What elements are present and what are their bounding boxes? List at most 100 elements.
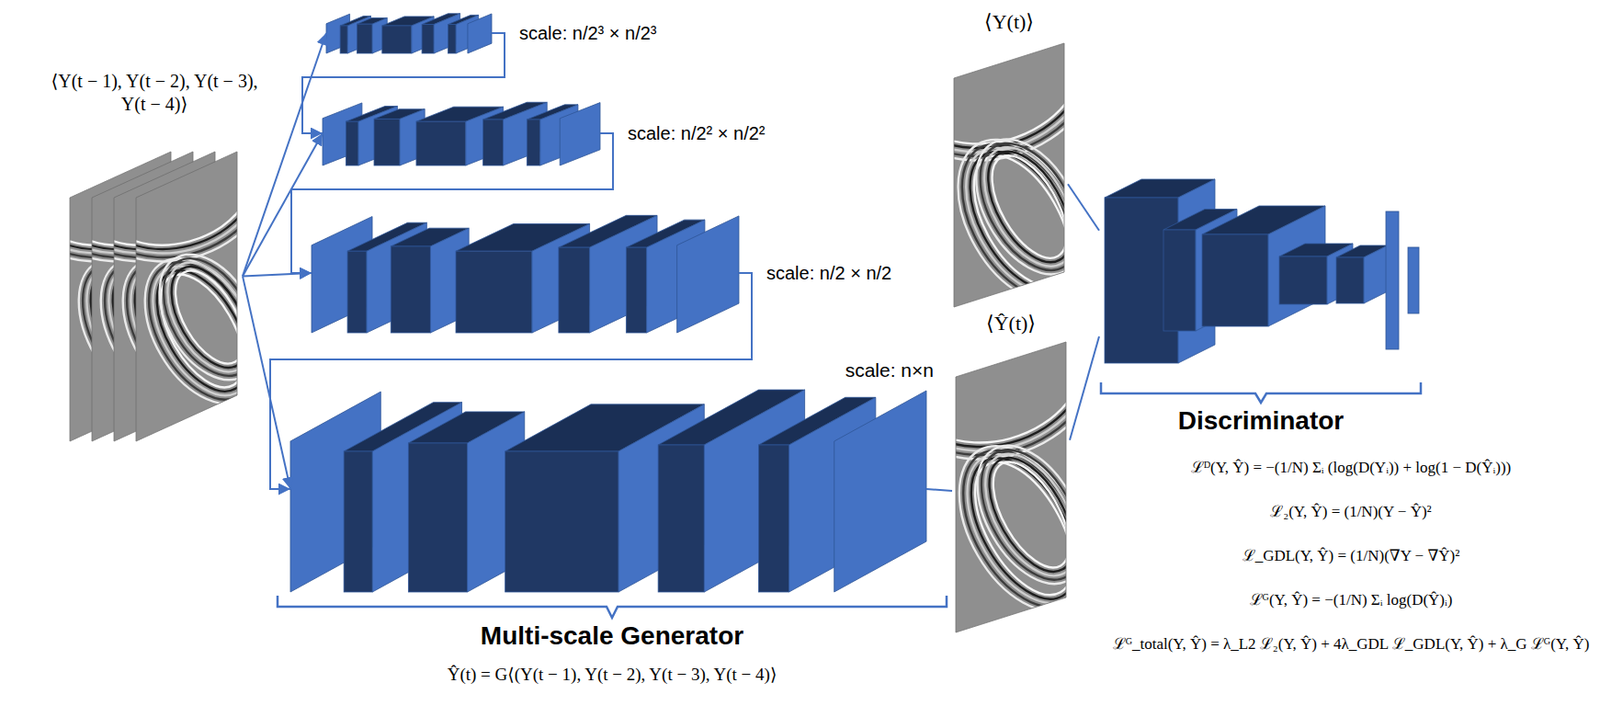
node-label: scale: n/2² × n/2² xyxy=(627,122,766,146)
node-label: Discriminator xyxy=(1178,404,1345,437)
layer-front-face xyxy=(382,25,412,54)
connector xyxy=(302,33,505,134)
generator-layers xyxy=(311,215,739,333)
wavefield-image xyxy=(34,75,268,442)
loss-equation: ℒ_GDL(Y, Ŷ) = (1/N)(∇Y − ∇Ŷ)² xyxy=(1108,545,1594,567)
connector xyxy=(291,133,613,273)
connector xyxy=(1069,336,1100,441)
generator-formula: Ŷ(t) = G⟨(Y(t − 1), Y(t − 2), Y(t − 3), … xyxy=(290,663,934,687)
image-border xyxy=(955,341,1067,633)
layer-front-face xyxy=(526,119,540,166)
layer-front-face xyxy=(343,451,373,592)
layer-front-face xyxy=(658,444,704,592)
layer-side-face xyxy=(290,391,381,592)
layer-front-face xyxy=(416,121,466,166)
wave-ring xyxy=(976,143,1082,270)
layer-front-face xyxy=(448,24,457,54)
node-label: scale: n×n xyxy=(845,358,934,383)
discriminator-layers xyxy=(1104,179,1419,364)
generator-scale: scale: n/2² × n/2² xyxy=(322,101,601,166)
layer-side-face xyxy=(677,215,739,333)
connector xyxy=(242,275,291,489)
wavefield-image xyxy=(11,75,246,442)
image-border xyxy=(136,151,238,442)
generator-scale: scale: n×n xyxy=(290,385,927,592)
layer-front-face xyxy=(408,442,467,592)
connector xyxy=(1067,183,1100,231)
wave-ring xyxy=(953,121,1104,294)
layer-side-face xyxy=(559,102,601,166)
layer-side-face xyxy=(326,13,351,54)
layer-side-face xyxy=(311,216,373,333)
layer-front-face xyxy=(1336,257,1364,304)
layer-front-face xyxy=(1202,234,1269,327)
loss-equation: ℒ₂(Y, Ŷ) = (1/N)(Y − Ŷ)² xyxy=(1108,501,1594,522)
layer-front-face xyxy=(1385,211,1399,350)
wave-ring xyxy=(954,427,1107,602)
generator-scale: scale: n/2³ × n/2³ xyxy=(326,12,492,54)
layer-front-face xyxy=(758,444,789,592)
wave-ring xyxy=(948,134,1096,307)
connector xyxy=(926,488,953,491)
generator-bracket xyxy=(277,595,947,618)
wavefield-image xyxy=(56,75,290,442)
generator-layers xyxy=(290,389,927,592)
wave-ring xyxy=(949,441,1099,617)
node-label: ⟨Y(t)⟩ xyxy=(984,9,1034,35)
connector xyxy=(242,33,327,276)
wave-ring xyxy=(60,80,284,279)
node-label: ⟨Ŷ(t)⟩ xyxy=(986,310,1036,337)
node-label: scale: n/2 × n/2 xyxy=(766,261,892,285)
wave-ring xyxy=(70,90,274,269)
node-label: scale: n/2³ × n/2³ xyxy=(519,22,658,46)
wave-ring xyxy=(76,95,270,263)
node-label: ⟨Y(t − 1), Y(t − 2), Y(t − 3), Y(t − 4)⟩ xyxy=(47,69,261,116)
layer-front-face xyxy=(1407,247,1419,314)
layer-front-face xyxy=(345,121,359,166)
wavefield-image xyxy=(854,0,1123,324)
layer-front-face xyxy=(374,118,400,166)
generator-scale: scale: n/2 × n/2 xyxy=(311,213,739,333)
layer-front-face xyxy=(1279,256,1328,305)
layer-side-face xyxy=(467,13,492,54)
discriminator-bracket xyxy=(1100,382,1421,403)
generator-layers xyxy=(322,102,601,166)
layer-side-face xyxy=(834,390,927,592)
predicted-frame: ⟨Ŷ(t)⟩ xyxy=(952,310,1070,635)
wave-ring xyxy=(943,434,1104,622)
layer-front-face xyxy=(558,247,591,333)
layer-front-face xyxy=(347,250,367,333)
layer-front-face xyxy=(390,246,431,333)
layer-front-face xyxy=(483,119,504,166)
wave-ring xyxy=(66,85,280,273)
layer-front-face xyxy=(421,24,434,54)
wave-ring xyxy=(931,117,1113,324)
loss-equation: ℒᴳ_total(Y, Ŷ) = λ_L2 ℒ₂(Y, Ŷ) + 4λ_GDL … xyxy=(1108,634,1594,655)
wave-ring xyxy=(138,237,281,398)
target-frame: ⟨Y(t)⟩ xyxy=(950,9,1068,311)
wave-ring xyxy=(932,423,1115,634)
layer-front-face xyxy=(505,451,619,592)
loss-equation: ℒᴰ(Y, Ŷ) = −(1/N) Σᵢ (log(D(Yᵢ)) + log(1… xyxy=(1108,457,1594,478)
input-frames: ⟨Y(t − 1), Y(t − 2), Y(t − 3), Y(t − 4)⟩ xyxy=(66,69,243,445)
section-title: Multi-scale Generator xyxy=(428,619,796,653)
layer-front-face xyxy=(356,23,373,54)
connector xyxy=(242,133,323,276)
discriminator-network: Discriminator xyxy=(1099,176,1423,385)
generator-layers xyxy=(326,13,492,54)
layer-side-face xyxy=(322,102,363,166)
layer-front-face xyxy=(455,250,533,333)
layer-front-face xyxy=(1163,229,1196,331)
layer-front-face xyxy=(625,247,647,333)
layer-front-face xyxy=(340,25,348,54)
wave-ring xyxy=(56,75,290,284)
wave-ring xyxy=(977,450,1085,580)
image-border xyxy=(953,43,1065,307)
layer-side-face xyxy=(1363,245,1388,304)
loss-equation: ℒᴳ(Y, Ŷ) = −(1/N) Σᵢ log(D(Ŷ)ᵢ) xyxy=(1108,590,1594,611)
wave-ring xyxy=(938,429,1110,627)
